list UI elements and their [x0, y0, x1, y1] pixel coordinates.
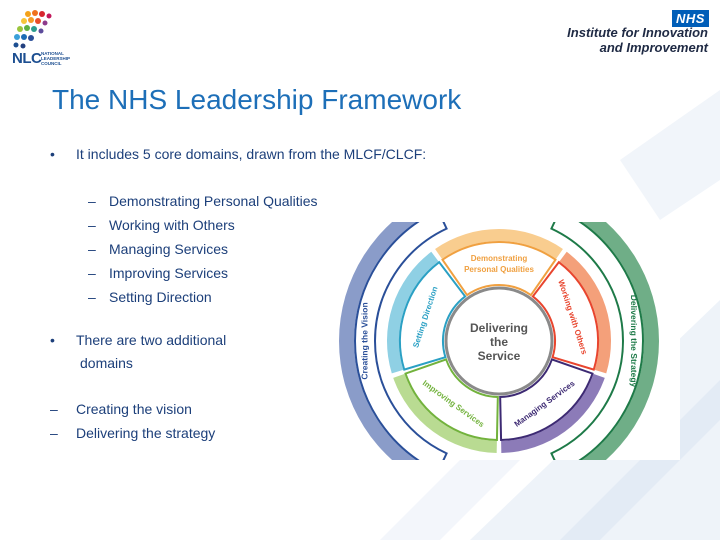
nhs-logo-badge: NHS	[672, 10, 709, 27]
segment-demonstrating-personal-qualities	[441, 241, 557, 297]
nlc-logo	[6, 8, 86, 72]
core-domain-item: Managing Services	[109, 241, 229, 257]
segment-band-demonstrating-personal-qualities	[435, 229, 563, 259]
bullet-marker-1: •	[50, 146, 55, 162]
core-domain-item: Improving Services	[109, 265, 229, 281]
additional-domain-item: Delivering the strategy	[76, 425, 216, 441]
leadership-framework-diagram: Creating the Vision Delivering the Strate…	[318, 195, 680, 487]
segment-improving-services	[404, 358, 499, 441]
dash-marker: –	[88, 193, 96, 209]
core-domain-item: Setting Direction	[109, 289, 212, 305]
segment-label-demonstrating-line-2: Personal Qualities	[464, 265, 534, 274]
institute-name: Institute for Innovation and Improvement	[567, 25, 708, 55]
nlc-logo-text: NLC	[12, 50, 42, 67]
institute-line-2: and Improvement	[599, 40, 708, 55]
center-label-line-1: Delivering	[470, 321, 528, 335]
segment-band-setting-direction	[387, 251, 439, 374]
nlc-dots-icon	[13, 10, 52, 49]
bullet-core-domains: It includes 5 core domains, drawn from t…	[76, 146, 427, 162]
core-domain-item: Demonstrating Personal Qualities	[109, 193, 318, 209]
core-domain-item: Working with Others	[109, 217, 235, 233]
outer-label-creating-vision: Creating the Vision	[359, 302, 369, 379]
outer-label-delivering-strategy: Delivering the Strategy	[629, 295, 639, 388]
segment-managing-services	[499, 358, 594, 441]
segment-band-working-with-others	[559, 251, 611, 374]
framework-wheel: Creating the Vision Delivering the Strate…	[339, 195, 659, 487]
segment-label-demonstrating-line-1: Demonstrating	[471, 254, 528, 263]
segment-setting-direction	[399, 260, 467, 371]
dash-marker: –	[50, 425, 58, 441]
dash-marker: –	[88, 217, 96, 233]
bullet-additional-line-1: There are two additional	[76, 332, 227, 348]
outer-band-creating-vision-outer	[339, 195, 438, 487]
outer-band-delivering-strategy-outer	[560, 195, 659, 487]
dash-marker: –	[50, 401, 58, 417]
segment-band-improving-services	[393, 373, 497, 453]
center-circle	[444, 286, 554, 396]
segment-band-managing-services	[501, 373, 605, 453]
bullet-additional-line-2: domains	[80, 355, 133, 371]
dash-marker: –	[88, 289, 96, 305]
additional-domain-item: Creating the vision	[76, 401, 192, 417]
segment-working-with-others	[531, 260, 599, 371]
nlc-logo-subtext: NATIONAL LEADERSHIP COUNCIL	[41, 51, 70, 66]
slide-title: The NHS Leadership Framework	[52, 84, 462, 115]
institute-line-1: Institute for Innovation	[567, 25, 708, 40]
dash-marker: –	[88, 241, 96, 257]
center-label-line-3: Service	[478, 349, 521, 363]
dash-marker: –	[88, 265, 96, 281]
bullet-marker-2: •	[50, 332, 55, 348]
center-label-line-2: the	[490, 335, 508, 349]
